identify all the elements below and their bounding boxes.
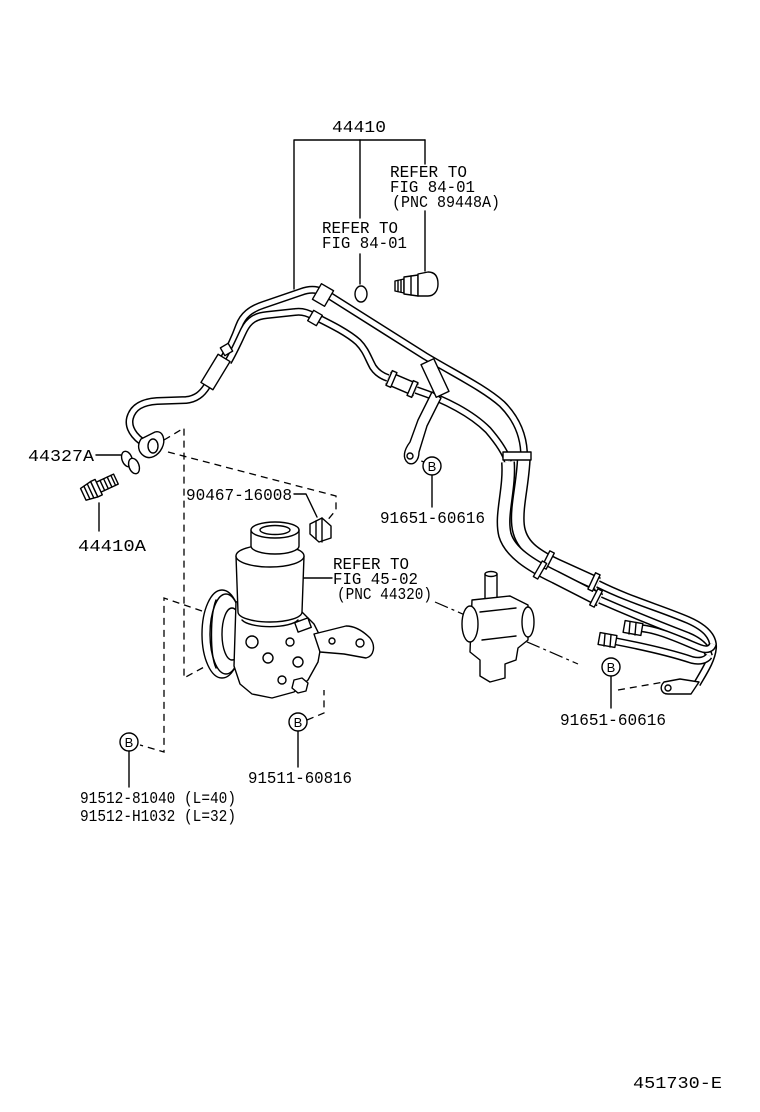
pump-bolt-2: [262, 652, 274, 664]
marker-letter: B: [294, 715, 303, 730]
ref-84-01-line-1: REFER TO: [322, 220, 398, 239]
dash-right-bracket-bolt: [617, 681, 665, 691]
callout-91651-60616-lower: 91651-60616: [560, 712, 666, 731]
marker-circle: [119, 732, 139, 752]
tube-bracket-hole: [406, 452, 414, 460]
union-nut: [306, 309, 324, 327]
marker-b-4: B: [119, 732, 139, 752]
union-block: [311, 283, 335, 307]
ref-84-01-pnc-line-2: FIG 84-01: [390, 179, 475, 198]
gear-input-shaft: [484, 573, 498, 601]
callout-91512-h1032: 91512-H1032 (L=32): [80, 808, 236, 827]
hose-clamp-2: [587, 572, 601, 592]
callout-44410: 44410: [332, 119, 386, 138]
pump-bolt-4: [292, 656, 304, 668]
ref-84-01-pnc-line-3: (PNC 89448A): [392, 194, 500, 213]
marker-circle: [601, 657, 621, 677]
ref-45-02-pnc-line-3: (PNC 44320): [337, 586, 432, 605]
sleeve-clip: [219, 342, 234, 357]
gear-housing-detail: [479, 607, 517, 641]
ref-84-01-pnc-line-1: REFER TO: [390, 164, 467, 183]
reservoir-cap-ring: [259, 524, 291, 536]
pump-bolt-3: [285, 637, 295, 647]
callout-44327a: 44327A: [28, 448, 95, 467]
marker-letter: B: [125, 735, 134, 750]
marker-circle: [288, 712, 308, 732]
banjo-fitting-bore: [147, 438, 159, 454]
tube-clamp-middle: [420, 358, 450, 398]
pump-bracket-hole-2: [328, 637, 336, 645]
right-tube-bracket-hole: [664, 684, 672, 692]
steering-gear: [461, 570, 535, 683]
hose-clip: [309, 517, 332, 543]
flare-nut-lower-flat: [603, 633, 612, 648]
hose-clip-body: [309, 517, 332, 543]
hose-clamp-4: [588, 588, 604, 608]
dash-banjo-to-clip: [167, 451, 337, 523]
marker-letter: B: [607, 660, 616, 675]
tube-assembly: [130, 283, 714, 695]
marker-circle: [422, 456, 442, 476]
pressure-switch-thread-lines: [397, 279, 402, 293]
tube-bracket: [403, 391, 442, 465]
pressure-switch-connector: [417, 271, 439, 297]
hose-band-top: [502, 451, 532, 461]
reservoir-body: [235, 555, 305, 623]
leader-90467: [293, 493, 318, 518]
ref-45-02-pnc-line-2: FIG 45-02: [333, 571, 418, 590]
callout-44410a: 44410A: [78, 538, 147, 557]
flare-nut-upper: [622, 619, 644, 637]
gear-shaft-top: [484, 570, 498, 578]
gear-valve-housing: [469, 595, 529, 683]
union-bolt-threads: [99, 474, 117, 492]
gasket-2: [127, 457, 141, 475]
short-hose-clamp-1: [385, 369, 398, 389]
union-bolt: [79, 473, 119, 501]
pulley-groove: [210, 599, 217, 669]
flare-nut-lower: [597, 631, 618, 649]
gear-right-flange: [521, 606, 535, 638]
gear-left-flange: [461, 605, 479, 643]
power-steering-pump: [201, 521, 375, 699]
union-bolt-head-flats: [83, 483, 95, 500]
hose-clamp-3: [532, 560, 548, 580]
ref-45-02-pnc-line-1: REFER TO: [333, 556, 409, 575]
marker-letter: B: [428, 459, 437, 474]
pressure-switch-thread: [394, 278, 405, 294]
dash-mount-bolt: [139, 597, 203, 753]
callout-90467-16008: 90467-16008: [186, 487, 292, 506]
marker-b-3: B: [288, 712, 308, 732]
pump-bolt-5: [277, 675, 287, 685]
leader-lines: [95, 139, 612, 788]
pump-mount-bolt-hex: [291, 677, 309, 694]
illustration-code: 451730-E: [633, 1075, 722, 1094]
callout-91511-60816: 91511-60816: [248, 770, 352, 789]
marker-b-2: B: [601, 657, 621, 677]
callout-91651-60616-upper: 91651-60616: [380, 510, 485, 529]
tube-protector-sleeve: [200, 353, 231, 391]
dash-pump-bolt: [306, 690, 325, 721]
callout-91512-81040: 91512-81040 (L=40): [80, 790, 236, 809]
ref-84-01-line-2: FIG 84-01: [322, 235, 407, 254]
pressure-switch: [394, 271, 439, 297]
dash-banjo-to-pump: [163, 426, 207, 680]
pump-bolt-1: [245, 635, 259, 649]
pump-bracket: [313, 625, 375, 659]
pump-bracket-hole-1: [355, 638, 365, 648]
o-ring: [354, 285, 368, 303]
flare-nut-upper-flat: [628, 621, 637, 636]
short-hose-clamp-2: [406, 379, 419, 399]
reservoir-bottom-band: [241, 619, 299, 628]
marker-b-1: B: [422, 456, 442, 476]
hose-clip-detail: [315, 517, 323, 543]
pump-outlet-union: [294, 617, 312, 633]
